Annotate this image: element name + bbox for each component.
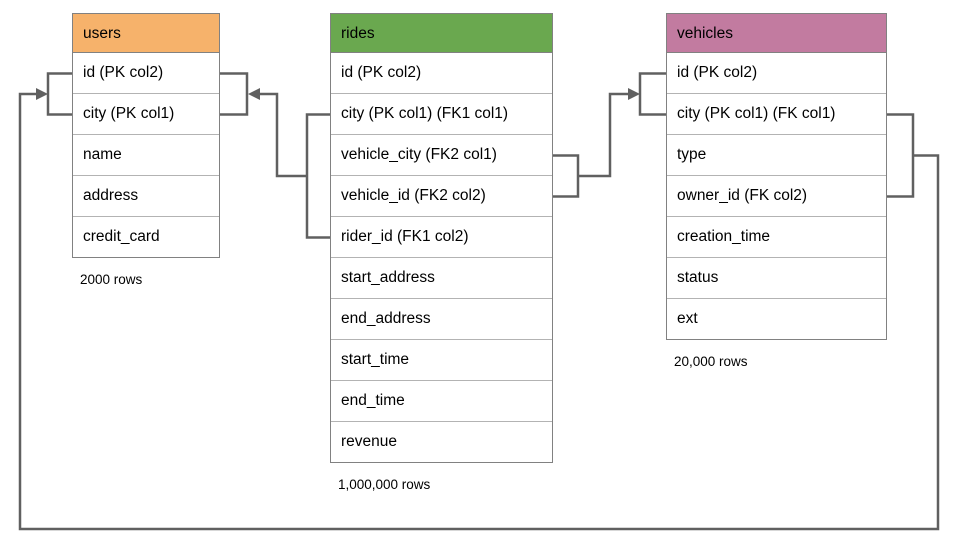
table-header-users[interactable]: users (73, 14, 219, 53)
column-row[interactable]: id (PK col2) (331, 53, 552, 94)
fk2-arrowhead-icon (628, 88, 640, 100)
column-row[interactable]: rider_id (FK1 col2) (331, 217, 552, 258)
column-row[interactable]: end_time (331, 381, 552, 422)
fk1-route-line (259, 92, 307, 178)
column-row[interactable]: vehicle_id (FK2 col2) (331, 176, 552, 217)
fk1-arrowhead-icon (248, 88, 260, 100)
fk2-vehicles-bracket (638, 72, 666, 116)
column-row[interactable]: city (PK col1) (FK col1) (667, 94, 886, 135)
column-row[interactable]: address (73, 176, 219, 217)
column-row[interactable]: vehicle_city (FK2 col1) (331, 135, 552, 176)
fk1-users-bracket (220, 72, 249, 116)
column-row[interactable]: city (PK col1) (73, 94, 219, 135)
column-row[interactable]: end_address (331, 299, 552, 340)
column-row[interactable]: start_address (331, 258, 552, 299)
row-count-label: 2000 rows (80, 272, 143, 287)
column-row[interactable]: ext (667, 299, 886, 339)
fk2-route-line (578, 92, 629, 178)
row-count-label: 20,000 rows (674, 354, 748, 369)
fk-vehicles-bracket (887, 113, 915, 198)
fk1-rides-bracket (305, 113, 330, 239)
column-row[interactable]: owner_id (FK col2) (667, 176, 886, 217)
table-header-rides[interactable]: rides (331, 14, 552, 53)
table-header-vehicles[interactable]: vehicles (667, 14, 886, 53)
row-count-label: 1,000,000 rows (338, 477, 431, 492)
column-row[interactable]: id (PK col2) (667, 53, 886, 94)
fk-route-line (18, 92, 940, 531)
fk1-connector-rides-to-users (220, 72, 330, 239)
column-row[interactable]: start_time (331, 340, 552, 381)
column-row[interactable]: revenue (331, 422, 552, 462)
fk2-connector-rides-to-vehicles (553, 72, 666, 198)
fk2-rides-bracket (553, 154, 580, 198)
column-row[interactable]: creation_time (667, 217, 886, 258)
column-row[interactable]: name (73, 135, 219, 176)
fk-users-bracket (46, 72, 72, 116)
fk-connector-vehicles-to-users (18, 72, 940, 531)
column-row[interactable]: city (PK col1) (FK1 col1) (331, 94, 552, 135)
column-row[interactable]: type (667, 135, 886, 176)
fk-arrowhead-icon (36, 88, 48, 100)
column-row[interactable]: status (667, 258, 886, 299)
column-row[interactable]: id (PK col2) (73, 53, 219, 94)
column-row[interactable]: credit_card (73, 217, 219, 257)
